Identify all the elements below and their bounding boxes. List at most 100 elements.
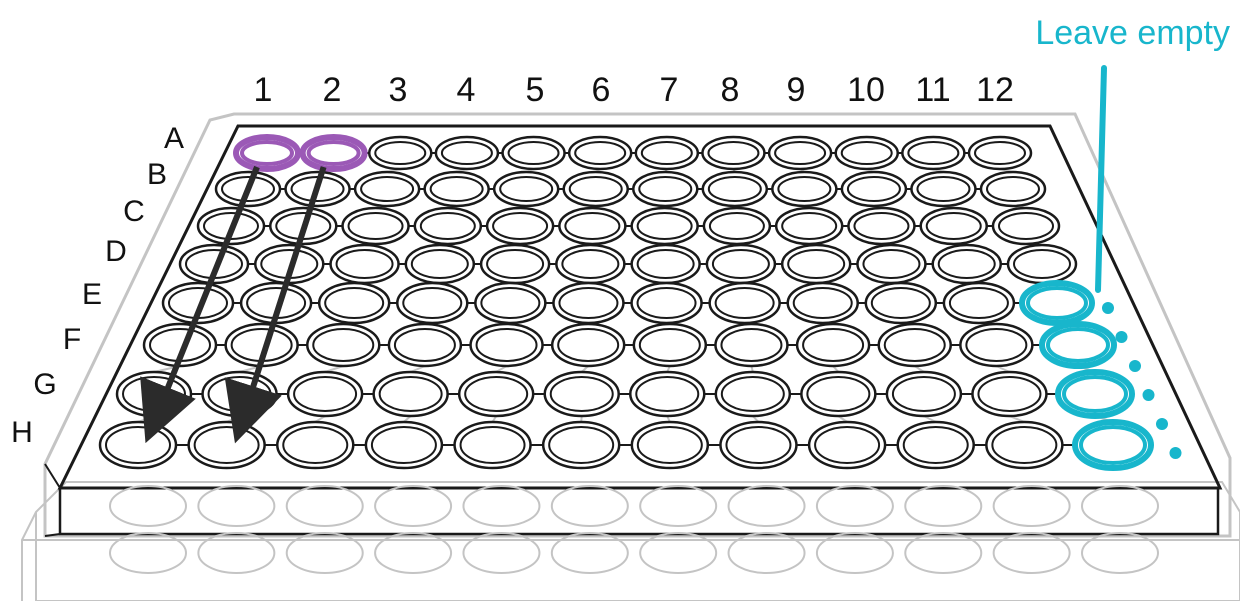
column-label-3: 3 — [389, 71, 408, 109]
well-b6 — [564, 172, 628, 206]
well-g5 — [459, 372, 533, 416]
well-rim — [887, 372, 961, 416]
well-rim — [986, 422, 1062, 468]
column-label-4: 4 — [457, 71, 476, 109]
well-rim — [471, 324, 543, 366]
well-d11 — [933, 245, 1001, 283]
well-d6 — [556, 245, 624, 283]
ghost-well — [463, 486, 539, 526]
well-rim — [374, 372, 448, 416]
well-a7 — [636, 137, 698, 169]
well-h5 — [455, 422, 531, 468]
row-label-b: B — [147, 158, 167, 191]
well-f12 — [1042, 324, 1114, 366]
well-a12 — [969, 137, 1031, 169]
well-a2 — [303, 137, 365, 169]
well-a6 — [569, 137, 631, 169]
ghost-well — [640, 486, 716, 526]
row-label-a: A — [164, 122, 184, 155]
annotation-dot — [1143, 389, 1155, 401]
column-label-7: 7 — [660, 71, 679, 109]
well-g2 — [203, 372, 277, 416]
well-h10 — [898, 422, 974, 468]
ghost-well — [375, 486, 451, 526]
well-rim — [898, 422, 974, 468]
well-e11 — [944, 283, 1014, 323]
plate-ghost-wells — [110, 486, 1158, 573]
well-e8 — [710, 283, 780, 323]
ghost-well — [905, 486, 981, 526]
annotation-leader-line — [1098, 68, 1104, 290]
column-label-6: 6 — [592, 71, 611, 109]
well-e5 — [475, 283, 545, 323]
well-g8 — [716, 372, 790, 416]
well-e10 — [866, 283, 936, 323]
row-label-h: H — [11, 416, 33, 449]
well-f11 — [960, 324, 1032, 366]
well-b11 — [911, 172, 975, 206]
column-label-12: 12 — [976, 71, 1014, 109]
well-b5 — [494, 172, 558, 206]
well-h3 — [277, 422, 353, 468]
column-label-1: 1 — [254, 71, 273, 109]
annotation-dot — [1129, 360, 1141, 372]
well-rim — [632, 422, 708, 468]
well-rim — [189, 422, 265, 468]
well-h7 — [632, 422, 708, 468]
ghost-well — [1082, 486, 1158, 526]
well-e9 — [788, 283, 858, 323]
well-rim — [455, 422, 531, 468]
well-e6 — [553, 283, 623, 323]
well-c6 — [559, 208, 625, 244]
well-rim — [366, 422, 442, 468]
well-b4 — [425, 172, 489, 206]
well-h11 — [986, 422, 1062, 468]
well-a8 — [702, 137, 764, 169]
well-rim — [543, 422, 619, 468]
well-c3 — [343, 208, 409, 244]
well-f7 — [634, 324, 706, 366]
well-d8 — [707, 245, 775, 283]
well-g11 — [972, 372, 1046, 416]
well-g12 — [1058, 372, 1132, 416]
ghost-well — [729, 486, 805, 526]
well-h8 — [720, 422, 796, 468]
well-h6 — [543, 422, 619, 468]
well-a4 — [436, 137, 498, 169]
well-b7 — [633, 172, 697, 206]
column-label-11: 11 — [915, 71, 950, 109]
row-label-d: D — [105, 235, 127, 268]
well-a9 — [769, 137, 831, 169]
well-g3 — [288, 372, 362, 416]
well-h1 — [100, 422, 176, 468]
well-rim — [634, 324, 706, 366]
row-label-e: E — [82, 278, 102, 311]
well-rim — [552, 324, 624, 366]
column-label-10: 10 — [847, 71, 885, 109]
well-g9 — [801, 372, 875, 416]
well-a10 — [836, 137, 898, 169]
well-rim — [715, 324, 787, 366]
annotation-dot — [1156, 418, 1168, 430]
well-e7 — [632, 283, 702, 323]
well-f6 — [552, 324, 624, 366]
row-label-c: C — [123, 195, 145, 228]
well-rim — [879, 324, 951, 366]
well-rim — [960, 324, 1032, 366]
well-rim — [716, 372, 790, 416]
well-g4 — [374, 372, 448, 416]
well-c7 — [632, 208, 698, 244]
well-rim — [630, 372, 704, 416]
well-b8 — [703, 172, 767, 206]
well-rim — [288, 372, 362, 416]
well-h9 — [809, 422, 885, 468]
well-rim — [117, 372, 191, 416]
well-rim — [307, 324, 379, 366]
column-label-2: 2 — [323, 71, 342, 109]
well-e4 — [397, 283, 467, 323]
well-rim — [389, 324, 461, 366]
well-a5 — [503, 137, 565, 169]
well-d10 — [857, 245, 925, 283]
well-rim — [203, 372, 277, 416]
